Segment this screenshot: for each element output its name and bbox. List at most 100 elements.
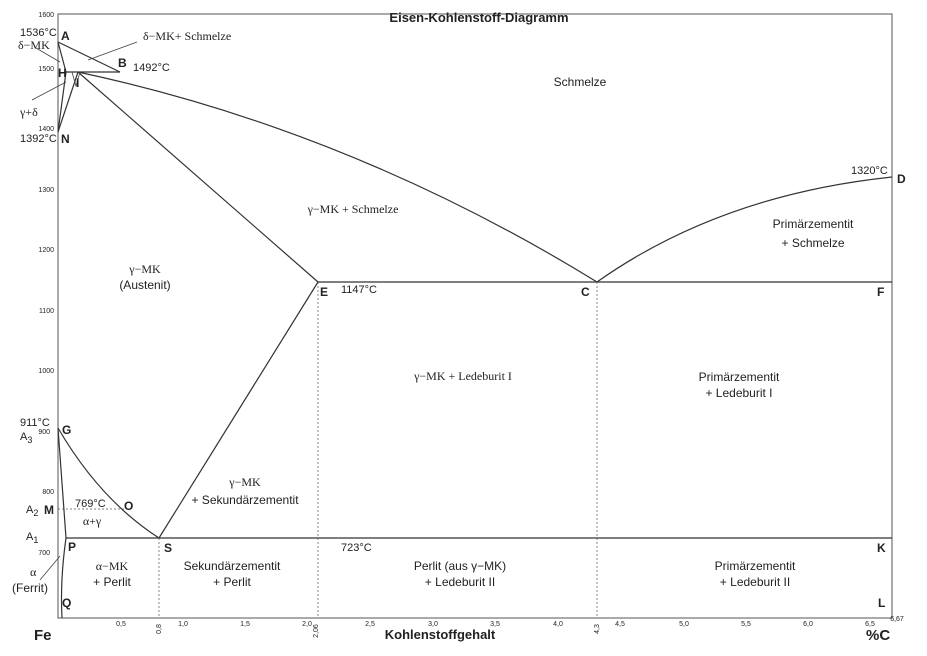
x-tick-6-0: 6,0	[803, 621, 813, 628]
y-tick-800: 800	[42, 489, 54, 496]
critical-point-labels: A3 A2 A1	[20, 431, 38, 545]
phase-primaer-led2-1: Primärzementit	[715, 559, 796, 573]
y-tick-700: 700	[38, 550, 50, 557]
x-tick-5-5: 5,5	[741, 621, 751, 628]
temperature-labels: 1536°C 1492°C 1392°C 1320°C 1147°C 911°C…	[20, 27, 888, 554]
x-left-label-fe: Fe	[34, 627, 52, 644]
temp-1536: 1536°C	[20, 27, 57, 39]
x-tick-4-3: 4,3	[594, 624, 601, 634]
phase-perlit-led-1: Perlit (aus γ−MK)	[414, 559, 506, 573]
x-tick-2-06: 2,06	[313, 624, 320, 638]
point-n: N	[61, 132, 70, 146]
phase-sek-perlit-1: Sekundärzementit	[184, 559, 281, 573]
phase-alpha-gamma: α+γ	[83, 514, 102, 528]
y-tick-1500: 1500	[38, 66, 54, 73]
line-g-p	[57, 427, 67, 539]
temp-1392: 1392°C	[20, 133, 57, 145]
x-axis-ticks: 0,5 0,8 1,0 1,5 2,0 2,06 2,5 3,0 3,5 4,0…	[116, 616, 904, 638]
x-tick-6-5: 6,5	[865, 621, 875, 628]
x-tick-3-0: 3,0	[428, 621, 438, 628]
line-i-n	[57, 71, 79, 133]
leader-gamma-delta	[31, 81, 67, 101]
phase-primaer-schmelze-2: + Schmelze	[781, 236, 844, 250]
label-a3: A3	[20, 431, 32, 445]
phase-schmelze: Schmelze	[554, 75, 607, 89]
y-tick-1300: 1300	[38, 187, 54, 194]
phase-primaer-led2-2: + Ledeburit II	[720, 575, 790, 589]
x-tick-6-67: 6,67	[890, 616, 904, 623]
line-p-q	[60, 537, 67, 619]
point-b: B	[118, 56, 127, 70]
phase-perlit-led-2: + Ledeburit II	[425, 575, 495, 589]
phase-alpha-perlit-2: + Perlit	[93, 575, 131, 589]
y-tick-1200: 1200	[38, 247, 54, 254]
point-l: L	[878, 596, 885, 610]
y-tick-1100: 1100	[39, 308, 54, 315]
phase-gamma-delta: γ+δ	[19, 105, 38, 119]
x-tick-5-0: 5,0	[679, 621, 689, 628]
phase-delta-schmelze: δ−MK+ Schmelze	[143, 29, 231, 43]
x-tick-4-0: 4,0	[553, 621, 563, 628]
point-o: O	[124, 499, 133, 513]
y-tick-900: 900	[38, 429, 50, 436]
leader-delta-mk	[35, 47, 61, 63]
phase-primaer-ledeburit1-1: Primärzementit	[699, 370, 780, 384]
line-h-n	[57, 71, 67, 133]
phase-gamma-sek-2: + Sekundärzementit	[191, 493, 299, 507]
phase-alpha-perlit-1: α−MK	[96, 559, 129, 573]
x-axis-label: Kohlenstoffgehalt	[385, 627, 496, 642]
x-tick-4-5: 4,5	[615, 621, 625, 628]
x-tick-3-5: 3,5	[490, 621, 500, 628]
x-tick-2-0: 2,0	[302, 621, 312, 628]
y-axis-ticks: 1600 1500 1400 1300 1200 1100 1000 900 8…	[38, 12, 54, 557]
point-k: K	[877, 541, 886, 555]
label-a1: A1	[26, 531, 38, 545]
line-b-c	[77, 71, 598, 283]
leader-delta-schmelze	[87, 41, 138, 61]
line-g-s	[57, 427, 160, 539]
x-tick-2-5: 2,5	[365, 621, 375, 628]
temp-723: 723°C	[341, 542, 372, 554]
point-p: P	[68, 540, 76, 554]
line-i-e	[77, 71, 319, 283]
phase-sek-perlit-2: + Perlit	[213, 575, 251, 589]
phase-ferrit-2: (Ferrit)	[12, 581, 48, 595]
line-e-s	[158, 281, 319, 539]
phase-gamma-sek-1: γ−MK	[228, 475, 261, 489]
phase-austenit-1: γ−MK	[128, 262, 161, 276]
point-c: C	[581, 285, 590, 299]
phase-gamma-ledeburit: γ−MK + Ledeburit I	[413, 369, 512, 383]
y-tick-1400: 1400	[38, 126, 54, 133]
line-a-b	[57, 41, 121, 73]
phase-lines	[31, 41, 893, 619]
leader-ferrit	[39, 555, 61, 581]
plot-frame	[57, 13, 893, 619]
point-labels: A B H I N D E C F G M O P S K Q L	[44, 29, 906, 610]
point-q: Q	[62, 596, 71, 610]
point-m: M	[44, 503, 54, 517]
point-a: A	[61, 29, 70, 43]
x-tick-0-8: 0,8	[156, 624, 163, 634]
phase-primaer-schmelze-1: Primärzementit	[773, 217, 854, 231]
x-tick-1-5: 1,5	[240, 621, 250, 628]
point-f: F	[877, 285, 884, 299]
label-a2: A2	[26, 504, 38, 518]
point-h: H	[58, 66, 67, 80]
x-tick-1-0: 1,0	[178, 621, 188, 628]
phase-austenit-2: (Austenit)	[119, 278, 170, 292]
phase-ferrit-1: α	[30, 565, 37, 579]
y-tick-1000: 1000	[38, 368, 54, 375]
x-tick-0-5: 0,5	[116, 621, 126, 628]
phase-primaer-ledeburit1-2: + Ledeburit I	[705, 386, 772, 400]
temp-1147: 1147°C	[341, 284, 377, 296]
line-hi-cell	[71, 71, 81, 88]
temp-911: 911°C	[20, 417, 50, 429]
diagram-title: Eisen-Kohlenstoff-Diagramm	[389, 10, 568, 25]
temp-769: 769°C	[75, 498, 106, 510]
temp-1492: 1492°C	[133, 62, 170, 74]
point-i: I	[76, 76, 79, 90]
point-s: S	[164, 541, 172, 555]
line-c-d	[596, 176, 893, 283]
point-d: D	[897, 172, 906, 186]
